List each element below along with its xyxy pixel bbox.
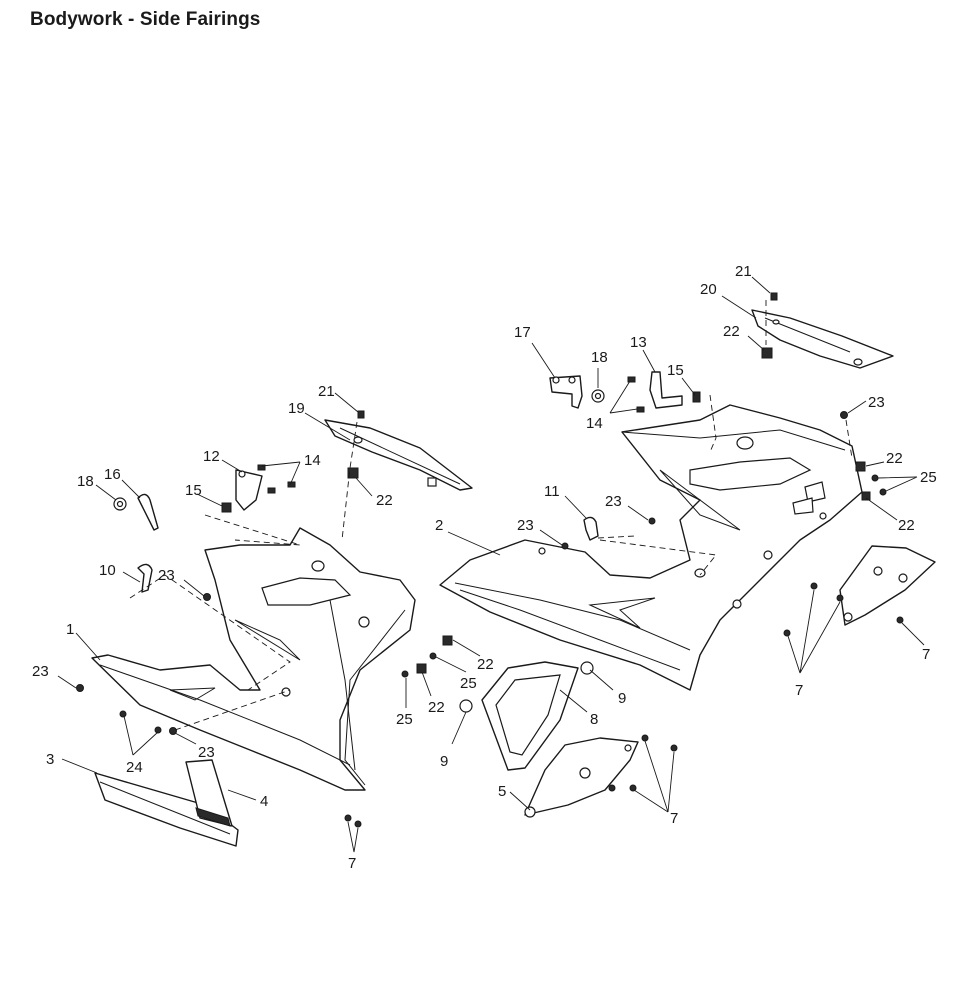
callout-3: 3 [46,751,54,768]
callout-18: 18 [77,473,94,490]
callout-23: 23 [517,517,534,534]
callout-5: 5 [498,783,506,800]
part-22-nut-left [347,467,359,479]
part-15-clip [692,391,701,403]
callout-22: 22 [477,656,494,673]
part-20-trim-strip [751,309,894,369]
callout-14: 14 [586,415,603,432]
callout-15: 15 [185,482,202,499]
callout-24: 24 [126,759,143,776]
callout-7: 7 [670,810,678,827]
callout-22: 22 [376,492,393,509]
callout-2: 2 [435,517,443,534]
part-17-bracket [549,375,583,409]
part-8-vent-panel [481,661,579,771]
assembly-dash-lines [129,300,853,731]
callout-10: 10 [99,562,116,579]
part-22-25-cluster [855,461,887,501]
callout-23: 23 [158,567,175,584]
callout-7: 7 [922,646,930,663]
page-title: Bodywork - Side Fairings [30,9,261,30]
callout-25: 25 [396,711,413,728]
part-13-bracket [649,371,683,409]
callout-22: 22 [898,517,915,534]
callout-4: 4 [260,793,268,810]
callout-15: 15 [667,362,684,379]
callout-9: 9 [440,753,448,770]
leader-lines [57,276,925,853]
callout-21: 21 [735,263,752,280]
part-10-strap [137,563,153,593]
part-14-screws-left [257,464,296,494]
part-24-screws [119,710,162,734]
part-23-screw [840,411,848,419]
callout-25: 25 [460,675,477,692]
callout-11: 11 [544,483,560,500]
part-21-screw-left [357,410,365,419]
part-21-screw [770,292,778,301]
part-14-screws [627,376,645,413]
callout-23: 23 [605,493,622,510]
callout-1: 1 [66,621,74,638]
part-7-fasteners [344,582,904,828]
part-1-left-side-fairing [91,527,416,791]
callout-17: 17 [514,324,531,341]
part-2-right-side-fairing [439,404,863,691]
part-11-strap [583,516,599,541]
part-12-bracket [235,469,263,511]
part-22-25-center [401,635,453,678]
callout-18: 18 [591,349,608,366]
callout-25: 25 [920,469,937,486]
callout-16: 16 [104,466,121,483]
part-23-misc [76,517,656,735]
callout-9: 9 [618,690,626,707]
callout-22: 22 [723,323,740,340]
part-9-grommets [459,661,594,713]
part-16-strap [137,493,159,531]
part-19-trim-strip [324,419,473,491]
part-15-clip-left [221,502,232,513]
part-18-grommet [591,389,605,403]
callout-22: 22 [428,699,445,716]
callout-21: 21 [318,383,335,400]
callout-7: 7 [795,682,803,699]
callout-23: 23 [198,744,215,761]
callout-labels: 21 20 22 17 18 13 15 14 23 22 25 22 21 1… [32,263,937,872]
part-22-nut [761,347,773,359]
callout-7: 7 [348,855,356,872]
callout-22: 22 [886,450,903,467]
callout-13: 13 [630,334,647,351]
callout-19: 19 [288,400,305,417]
part-4-small-panel [185,759,233,827]
callout-12: 12 [203,448,220,465]
callout-14: 14 [304,452,321,469]
callout-23: 23 [32,663,49,680]
callout-20: 20 [700,281,717,298]
part-18-grommet-left [113,497,127,511]
part-right-small-panel [839,545,936,626]
part-5-lower-panel [524,737,639,818]
callout-8: 8 [590,711,598,728]
callout-23: 23 [868,394,885,411]
